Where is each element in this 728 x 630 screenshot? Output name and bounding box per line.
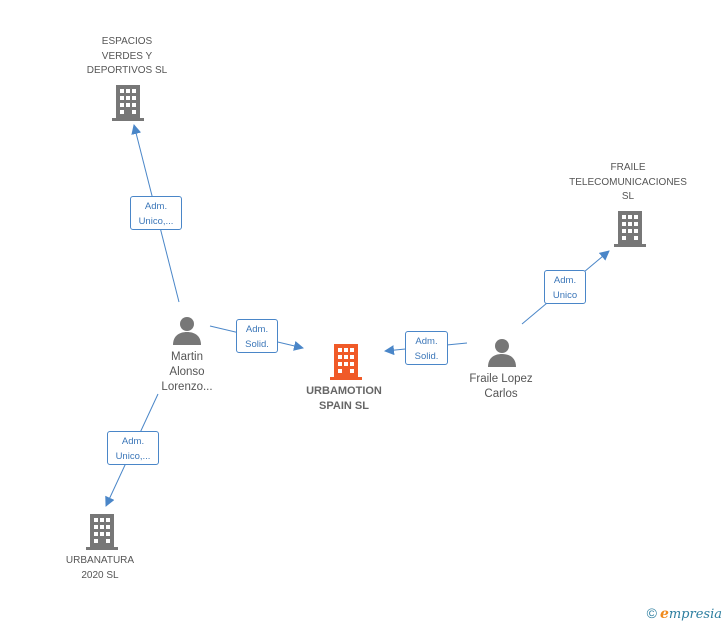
company-urbamotion-label[interactable]: URBAMOTION SPAIN SL xyxy=(306,385,382,412)
person-fraile-lopez-label[interactable]: Fraile Lopez Carlos xyxy=(469,373,533,400)
person-icon[interactable] xyxy=(487,338,517,368)
edge-label-martin-urbamotion[interactable]: Adm. Solid. xyxy=(236,319,278,353)
building-icon[interactable] xyxy=(614,211,646,247)
person-icon[interactable] xyxy=(172,316,202,346)
building-icon[interactable] xyxy=(112,85,144,121)
edge-label-fraile-telecom[interactable]: Adm. Unico xyxy=(544,270,586,304)
copyright-icon: © xyxy=(646,605,657,621)
company-espacios-label[interactable]: ESPACIOS VERDES Y DEPORTIVOS SL xyxy=(86,36,168,76)
main-company-building-icon[interactable] xyxy=(330,344,362,380)
company-urbanatura-label[interactable]: URBANATURA 2020 SL xyxy=(65,555,135,581)
person-martin-label[interactable]: Martin Alonso Lorenzo... xyxy=(161,351,213,393)
edge-label-martin-espacios[interactable]: Adm. Unico,... xyxy=(130,196,182,230)
edge-label-martin-urbanatura[interactable]: Adm. Unico,... xyxy=(107,431,159,465)
edge-label-fraile-urbamotion[interactable]: Adm. Solid. xyxy=(405,331,448,365)
company-fraile-telecom-label[interactable]: FRAILE TELECOMUNICACIONES SL xyxy=(569,162,687,202)
empresia-logo: ©empresia xyxy=(646,605,722,622)
building-icon[interactable] xyxy=(86,514,118,550)
